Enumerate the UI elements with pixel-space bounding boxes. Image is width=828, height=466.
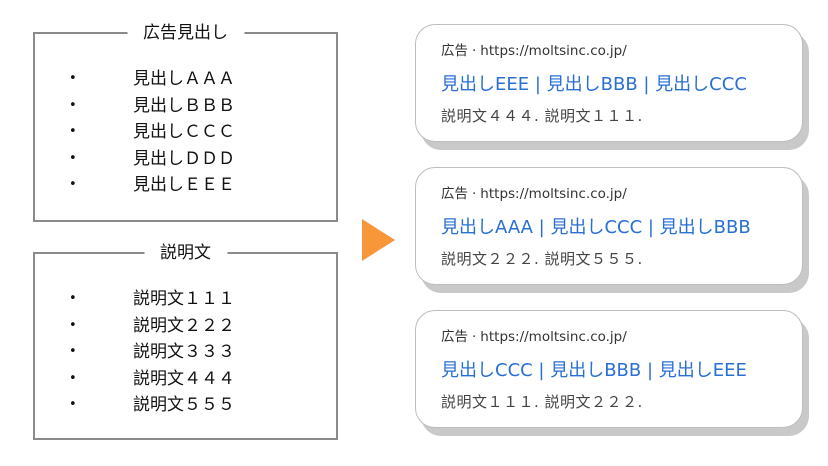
ad-card: 広告·https://moltsinc.co.jp/ 見出しCCC | 見出しB…: [415, 310, 803, 428]
arrow-right-icon: [362, 219, 395, 261]
ad-url[interactable]: https://moltsinc.co.jp/: [480, 186, 627, 202]
bullet-icon: •: [69, 97, 77, 113]
headlines-group: 広告見出し • 見出しＡＡＡ • 見出しＢＢＢ • 見出しＣＣＣ • 見出しＤＤＤ • 見…: [33, 21, 338, 222]
ad-label: 広告: [441, 186, 468, 202]
list-item: • 説明文５５５: [69, 392, 235, 419]
ad-meta: 広告·https://moltsinc.co.jp/: [441, 185, 627, 203]
descriptions-list: • 説明文１１１ • 説明文２２２ • 説明文３３３ • 説明文４４４ • 説明文５５５: [69, 286, 235, 419]
descriptions-group-title: 説明文: [144, 241, 227, 265]
list-item: • 説明文４４４: [69, 366, 235, 393]
descriptions-group: 説明文 • 説明文１１１ • 説明文２２２ • 説明文３３３ • 説明文４４４ • 説明文…: [33, 241, 338, 440]
ad-title-link[interactable]: 見出しCCC | 見出しBBB | 見出しEEE: [441, 360, 747, 381]
list-item: • 見出しＤＤＤ: [69, 146, 235, 173]
headline-text: 見出しＢＢＢ: [133, 95, 235, 116]
list-item: • 見出しＢＢＢ: [69, 93, 235, 120]
ad-description: 説明文２２２. 説明文５５５.: [441, 250, 643, 268]
ad-title-link[interactable]: 見出しEEE | 見出しBBB | 見出しCCC: [441, 74, 747, 95]
list-item: • 説明文２２２: [69, 313, 235, 340]
headline-text: 見出しＡＡＡ: [133, 69, 235, 89]
description-text: 説明文１１１: [133, 289, 235, 309]
ad-url[interactable]: https://moltsinc.co.jp/: [480, 329, 627, 345]
ad-meta: 広告·https://moltsinc.co.jp/: [441, 42, 627, 60]
ad-description: 説明文１１１. 説明文２２２.: [441, 393, 643, 411]
bullet-icon: •: [69, 317, 77, 333]
ad-label: 広告: [441, 43, 468, 59]
ad-separator: ·: [472, 329, 477, 345]
bullet-icon: •: [69, 124, 77, 139]
bullet-icon: •: [69, 71, 77, 86]
headline-text: 見出しＥＥＥ: [133, 175, 235, 195]
ad-separator: ·: [472, 43, 477, 59]
description-text: 説明文５５５: [133, 395, 235, 415]
list-item: • 見出しＥＥＥ: [69, 172, 235, 199]
ad-title-link[interactable]: 見出しAAA | 見出しCCC | 見出しBBB: [441, 217, 751, 238]
description-text: 説明文４４４: [133, 368, 235, 389]
ad-description: 説明文４４４. 説明文１１１.: [441, 107, 643, 125]
bullet-icon: •: [69, 344, 77, 359]
bullet-icon: •: [69, 370, 77, 386]
ad-card: 広告·https://moltsinc.co.jp/ 見出しEEE | 見出しB…: [415, 24, 803, 142]
ad-separator: ·: [472, 186, 477, 202]
list-item: • 説明文３３３: [69, 339, 235, 366]
list-item: • 説明文１１１: [69, 286, 235, 313]
headlines-group-title: 広告見出し: [127, 21, 244, 45]
headline-text: 見出しＣＣＣ: [133, 122, 235, 142]
ad-meta: 広告·https://moltsinc.co.jp/: [441, 328, 627, 346]
ad-url[interactable]: https://moltsinc.co.jp/: [480, 43, 627, 59]
list-item: • 見出しＡＡＡ: [69, 66, 235, 93]
headline-text: 見出しＤＤＤ: [133, 148, 235, 169]
list-item: • 見出しＣＣＣ: [69, 119, 235, 146]
ad-card: 広告·https://moltsinc.co.jp/ 見出しAAA | 見出しC…: [415, 167, 803, 285]
ad-label: 広告: [441, 329, 468, 345]
bullet-icon: •: [69, 150, 77, 166]
description-text: 説明文３３３: [133, 342, 235, 362]
description-text: 説明文２２２: [133, 315, 235, 336]
bullet-icon: •: [69, 177, 77, 192]
bullet-icon: •: [69, 291, 77, 306]
headlines-list: • 見出しＡＡＡ • 見出しＢＢＢ • 見出しＣＣＣ • 見出しＤＤＤ • 見出しＥＥＥ: [69, 66, 235, 199]
bullet-icon: •: [69, 397, 77, 412]
